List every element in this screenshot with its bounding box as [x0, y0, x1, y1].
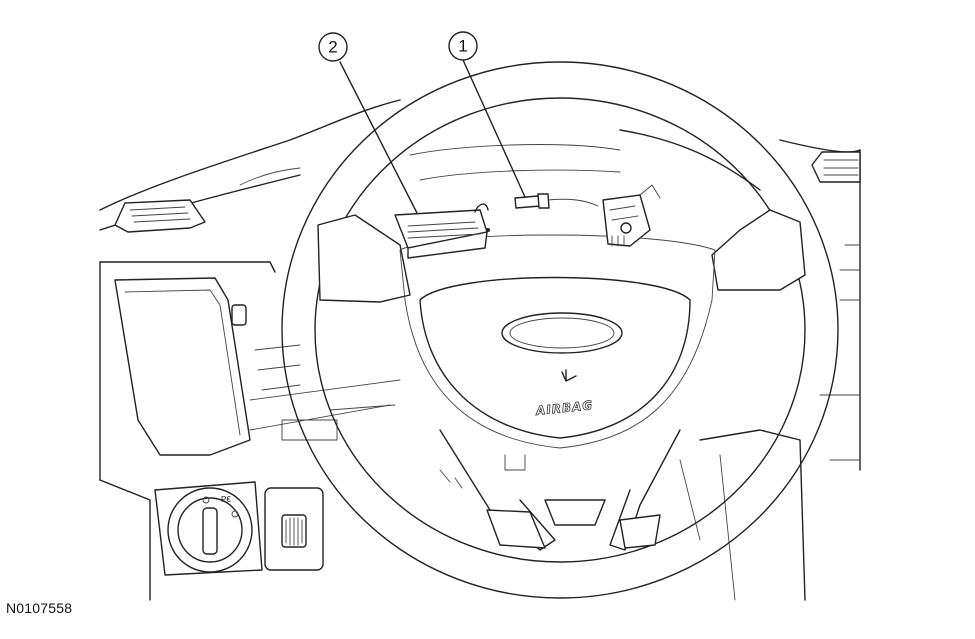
airbag-module	[394, 203, 490, 259]
steering-wheel-icon[interactable]	[281, 61, 839, 599]
callout-2: 2	[318, 32, 348, 62]
dimmer-wheel-icon[interactable]	[264, 487, 324, 571]
callout-1: 1	[448, 31, 478, 61]
horn-icon	[561, 369, 577, 382]
connector-plug	[514, 193, 599, 209]
airbag-label: AIRBAG	[534, 398, 593, 418]
dashboard	[99, 99, 861, 601]
leader-lines	[339, 59, 526, 214]
air-vent-icon	[811, 151, 861, 183]
callout-1-number: 1	[458, 37, 467, 56]
lower-dash-panel	[114, 277, 396, 456]
figure-id: N0107558	[6, 600, 73, 616]
emblem-oval	[501, 312, 623, 354]
headlamp-switch-icon[interactable]: P€	[154, 481, 263, 576]
svg-text:P€: P€	[221, 495, 231, 504]
connector-bracket	[602, 184, 661, 247]
air-vent-icon	[114, 199, 206, 233]
callout-2-number: 2	[328, 38, 337, 57]
